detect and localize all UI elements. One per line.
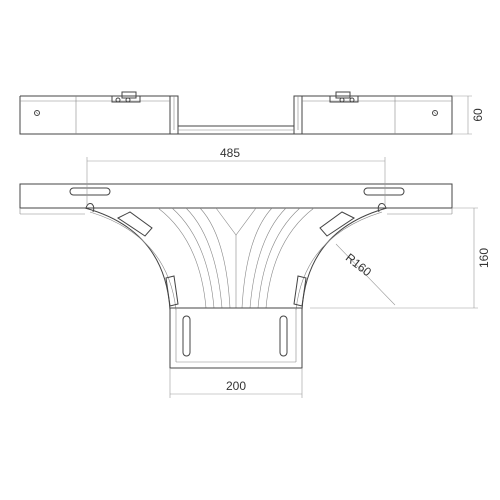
side-view-outline (19, 95, 453, 135)
plan-view: 485 160 R160 200 (19, 146, 491, 398)
plan-curve-right-inner (295, 211, 383, 311)
dimension-leg-height: 160 (310, 207, 491, 309)
dimension-height-label: 60 (471, 108, 485, 122)
dimension-width-span: 485 (86, 146, 386, 205)
slot-outlet-right (279, 315, 288, 357)
side-view: 60 (19, 91, 485, 135)
curve-clamp-left-lower (165, 275, 179, 307)
dimension-leg-height-label: 160 (477, 248, 491, 268)
plan-curve-right (301, 207, 388, 368)
dimension-height: 60 (452, 95, 485, 135)
bolt-icon (34, 110, 40, 116)
slot-right (363, 187, 405, 196)
connector-clip-right (329, 91, 359, 103)
bolt-icon (377, 203, 387, 213)
connector-clip-left (111, 91, 141, 103)
slot-outlet-left (182, 315, 191, 357)
plan-curve-left-inner (89, 211, 177, 311)
bolt-icon (85, 203, 95, 213)
curve-clamp-right-upper (319, 211, 355, 237)
bolt-icon (432, 110, 438, 116)
dimension-width-span-label: 485 (220, 146, 240, 160)
dimension-outlet-width-label: 200 (226, 379, 246, 393)
dimension-radius-label: R160 (343, 251, 374, 280)
curve-clamp-right-lower (293, 275, 307, 307)
slot-left (69, 187, 111, 196)
dimension-radius: R160 (335, 243, 396, 306)
curve-clamp-left-upper (117, 211, 153, 237)
plan-fan-lines (157, 207, 315, 309)
plan-curve-left (84, 207, 171, 368)
dimension-outlet-width: 200 (169, 368, 303, 398)
